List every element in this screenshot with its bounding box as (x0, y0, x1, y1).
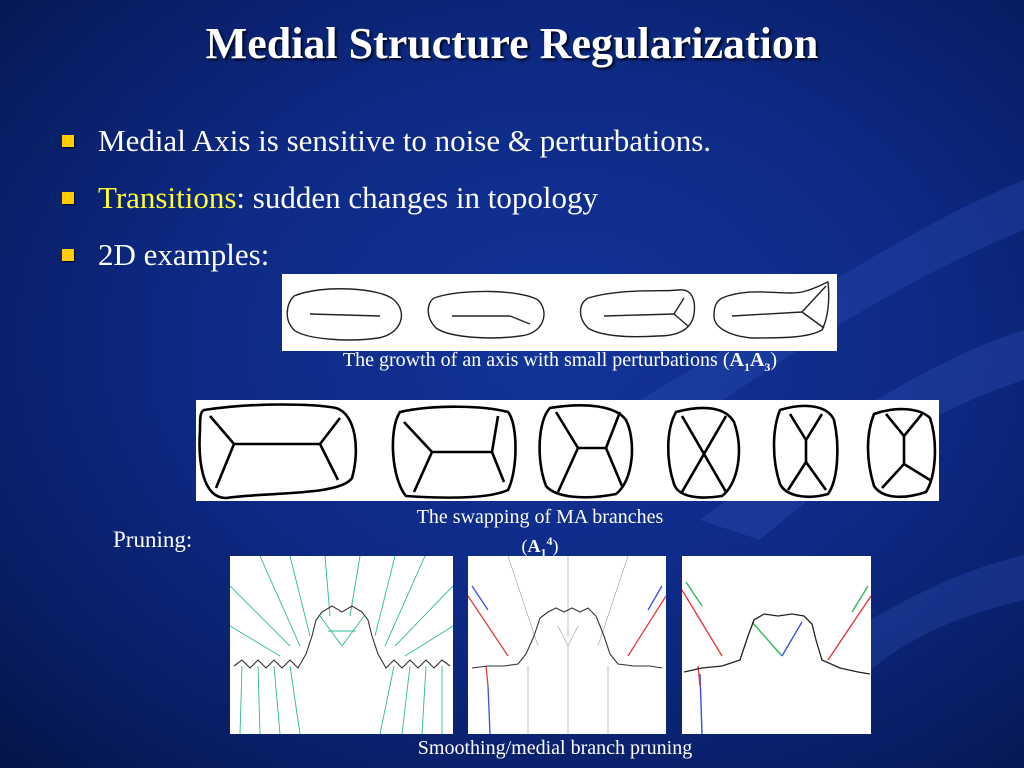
bullet-text: Medial Axis is sensitive to noise & pert… (98, 122, 712, 158)
bullet-text: 2D examples: (98, 236, 270, 272)
branch-swap-caption: The swapping of MA branches (A14) (360, 505, 720, 565)
square-bullet-icon (62, 191, 74, 204)
pruning-label: Pruning: (113, 527, 193, 552)
caption-subscript: 3 (764, 360, 771, 374)
bullet-item: Medial Axis is sensitive to noise & pert… (62, 112, 711, 169)
caption-superscript: 4 (546, 534, 553, 548)
axis-growth-figure (282, 274, 837, 351)
caption-subscript: 1 (743, 360, 750, 374)
caption-subscript: 1 (540, 545, 547, 560)
bullet-text: : sudden changes in topology (236, 179, 599, 215)
caption-symbol: A (729, 349, 744, 371)
axis-growth-caption: The growth of an axis with small perturb… (270, 349, 850, 375)
bullet-item: 2D examples: (62, 226, 711, 283)
square-bullet-icon (62, 248, 74, 261)
caption-symbol: A (749, 349, 765, 371)
caption-text: ) (552, 536, 559, 556)
pruning-figure-pruned (682, 556, 871, 734)
pruning-figure-dense (230, 556, 453, 734)
caption-symbol: A (527, 536, 541, 556)
branch-swap-figure (196, 400, 939, 501)
slide-title: Medial Structure Regularization (205, 19, 819, 68)
caption-text: ( (521, 536, 528, 556)
caption-text: The growth of an axis with small perturb… (342, 349, 730, 371)
bullet-item: Transitions: sudden changes in topology (62, 169, 711, 226)
pruning-figure-partial (468, 556, 666, 734)
caption-text: The swapping of MA branches (416, 506, 664, 528)
caption-text: ) (770, 349, 778, 371)
bullet-highlight: Transitions (98, 179, 237, 215)
pruning-caption: Smoothing/medial branch pruning (417, 737, 693, 759)
bullet-list: Medial Axis is sensitive to noise & pert… (62, 112, 711, 283)
square-bullet-icon (62, 134, 74, 147)
caption-line2: (A14) (360, 529, 720, 565)
